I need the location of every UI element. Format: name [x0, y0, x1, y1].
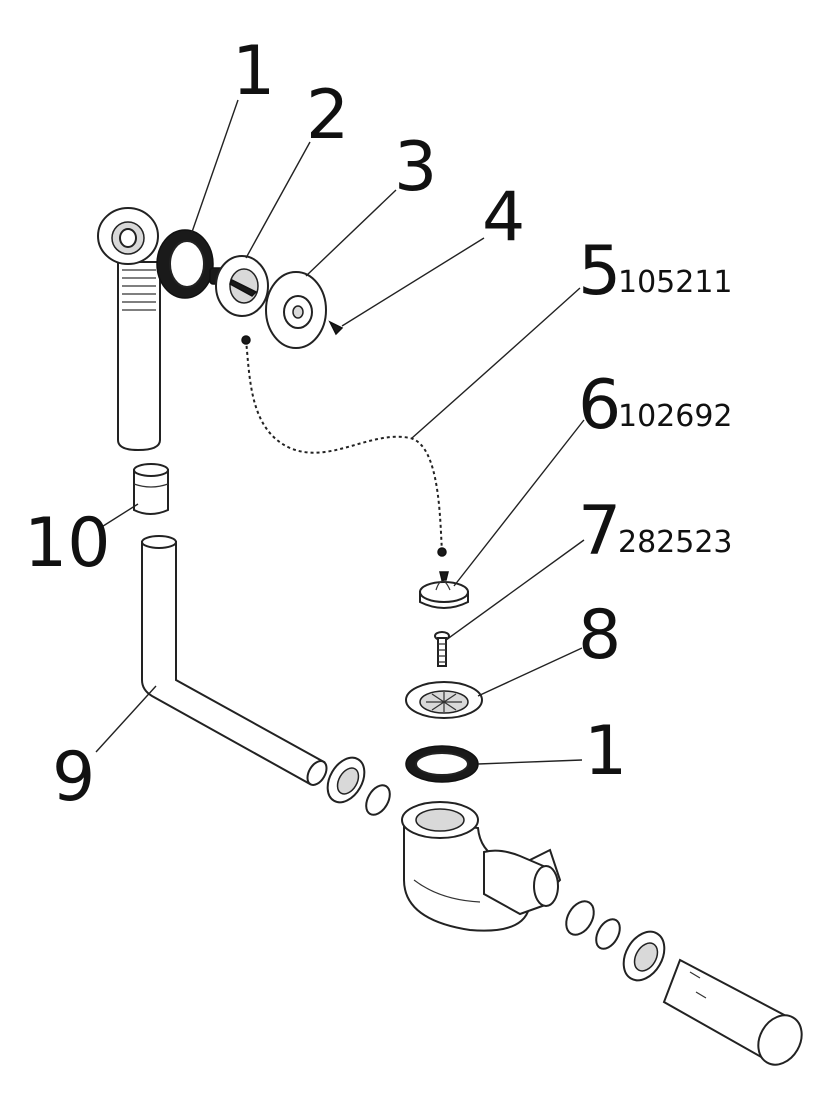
overflow-elbow-pipe: [97, 207, 161, 452]
svg-text:5: 5: [578, 232, 621, 311]
lower-fittings: [565, 900, 803, 1066]
callout-6: 6 102692: [578, 366, 733, 445]
connector-sleeve: [133, 463, 169, 515]
leader-lines: [95, 99, 585, 765]
overflow-body: [209, 255, 269, 317]
svg-text:102692: 102692: [618, 399, 733, 434]
pipe-nut: [326, 756, 391, 816]
waste-trap-body: [401, 801, 562, 932]
callout-1-upper: 1: [232, 32, 275, 111]
callout-10: 10: [24, 504, 111, 583]
callout-5: 5 105211: [578, 232, 733, 311]
plug-chain: [241, 335, 447, 557]
callout-8: 8: [578, 596, 621, 675]
svg-text:1: 1: [584, 712, 627, 791]
plug: [419, 571, 469, 609]
callout-2: 2: [306, 76, 349, 155]
waste-screw: [434, 631, 450, 667]
cover-screw: [328, 320, 344, 336]
svg-text:6: 6: [578, 366, 621, 445]
callout-3: 3: [394, 128, 437, 207]
svg-text:3: 3: [394, 128, 437, 207]
gasket-lower: [405, 745, 479, 783]
svg-text:9: 9: [52, 738, 95, 817]
svg-text:1: 1: [232, 32, 275, 111]
svg-text:7: 7: [578, 492, 621, 571]
callout-9: 9: [52, 738, 95, 817]
svg-text:4: 4: [482, 178, 525, 257]
overflow-pipe: [141, 535, 328, 786]
svg-text:8: 8: [578, 596, 621, 675]
svg-text:105211: 105211: [618, 265, 733, 300]
callout-4: 4: [482, 178, 525, 257]
callout-7: 7 282523: [578, 492, 733, 571]
svg-text:282523: 282523: [618, 525, 733, 560]
overflow-cover: [265, 271, 327, 349]
svg-text:2: 2: [306, 76, 349, 155]
waste-grate: [405, 681, 483, 719]
gasket-upper: [156, 229, 214, 299]
svg-text:10: 10: [24, 504, 111, 583]
callout-1-lower: 1: [584, 712, 627, 791]
